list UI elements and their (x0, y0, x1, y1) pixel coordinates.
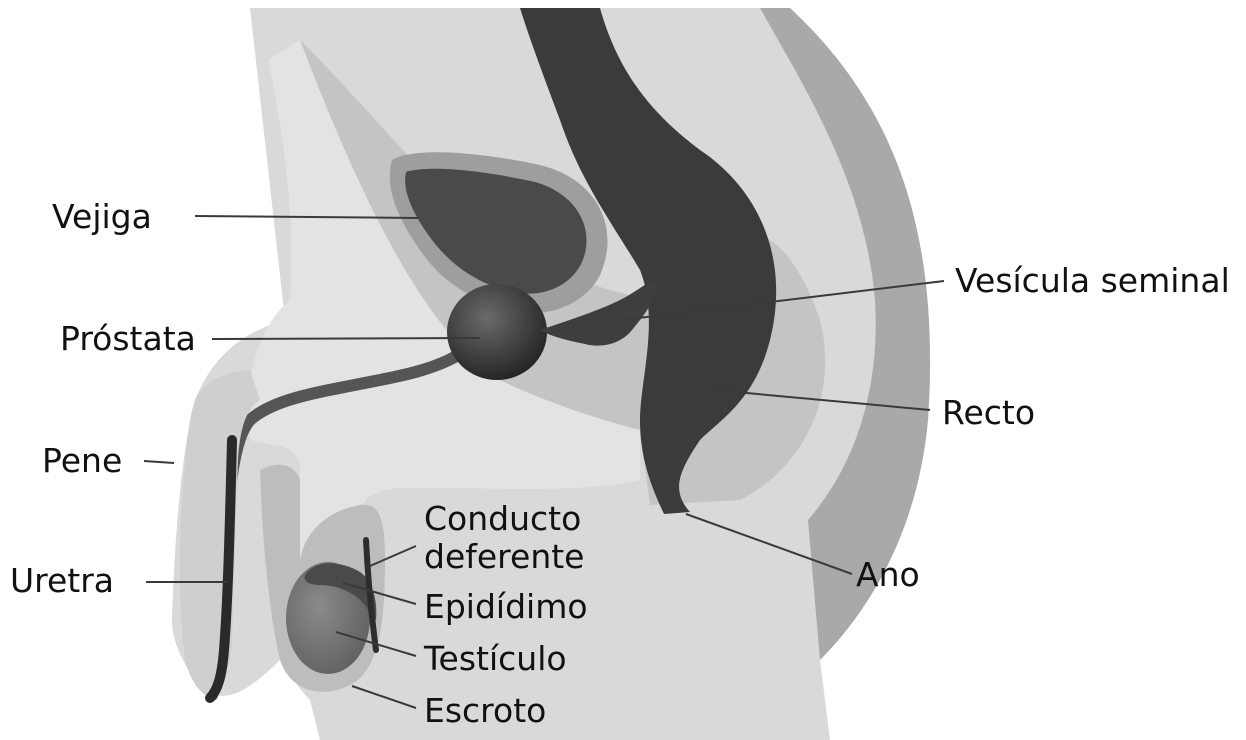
label-escroto: Escroto (424, 691, 546, 730)
label-ano: Ano (856, 555, 920, 594)
label-pene: Pene (42, 441, 122, 480)
label-vejiga: Vejiga (52, 197, 152, 236)
label-prostata: Próstata (60, 319, 196, 358)
leader-prostata (212, 338, 480, 339)
leader-pene (144, 461, 174, 463)
label-epididimo: Epidídimo (424, 587, 588, 626)
label-vesicula-seminal: Vesícula seminal (955, 261, 1230, 300)
label-deferente: deferente (424, 537, 584, 576)
label-recto: Recto (942, 393, 1035, 432)
label-uretra: Uretra (10, 561, 114, 600)
prostate-gland (447, 284, 547, 380)
label-conducto: Conducto (424, 499, 581, 538)
label-testiculo: Testículo (423, 639, 567, 678)
